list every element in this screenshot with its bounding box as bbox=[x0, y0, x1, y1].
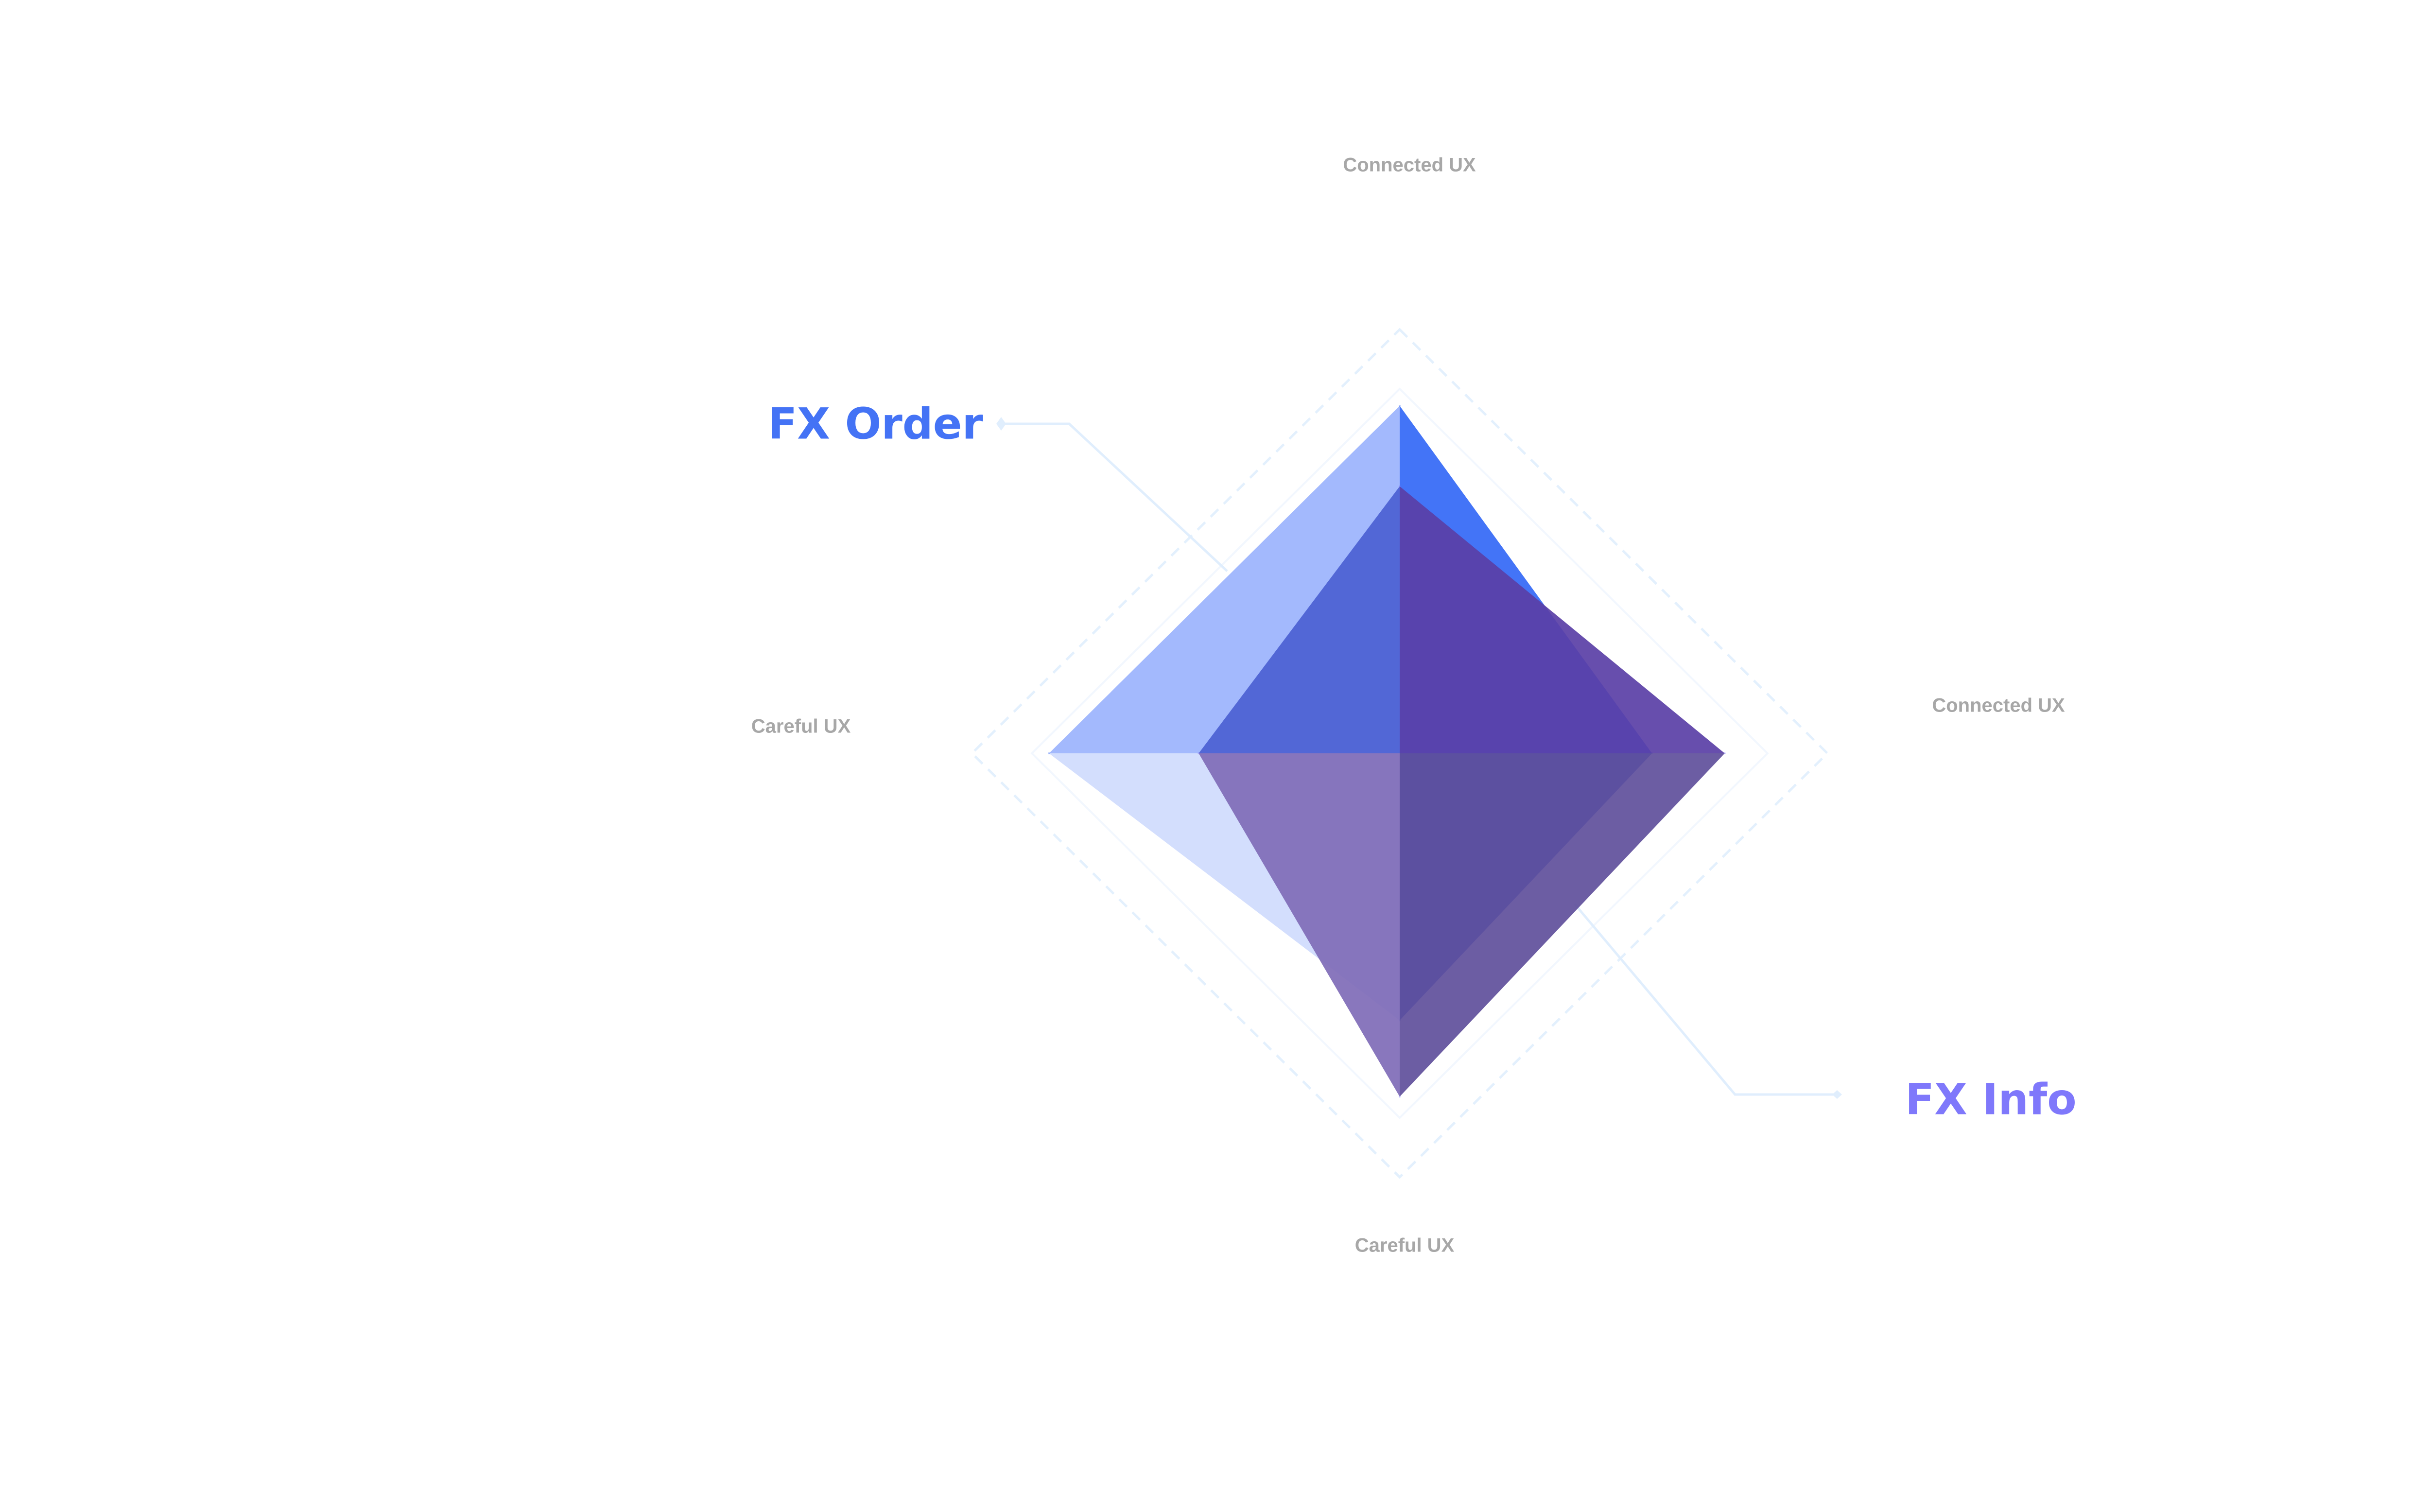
series-face-bottom-right bbox=[1400, 753, 1725, 1097]
grid-ring-inner bbox=[1030, 387, 1769, 1119]
data-point-bottom bbox=[1399, 1095, 1401, 1098]
legend-fx-info: FX Info bbox=[1905, 1074, 2077, 1125]
leader-lines bbox=[996, 417, 1842, 1099]
data-point-top bbox=[1399, 404, 1401, 407]
series-face-bottom-left bbox=[1198, 753, 1400, 1097]
leader-marker-fx-order bbox=[996, 417, 1006, 431]
grid-ring-0 bbox=[970, 328, 1829, 1179]
legend-fx-order: FX Order bbox=[768, 399, 983, 449]
leader-line-fx-info bbox=[1574, 903, 1835, 1096]
series-face-top-right bbox=[1400, 486, 1725, 753]
data-point-left bbox=[1198, 752, 1200, 754]
series-fx-info bbox=[1198, 485, 1726, 1098]
axis-label-bottom: Careful UX bbox=[1354, 1234, 1455, 1256]
grid-layer bbox=[970, 328, 1829, 1179]
leader-line-fx-order bbox=[1001, 422, 1228, 572]
data-point-top bbox=[1399, 485, 1401, 487]
axis-label-right: Connected UX bbox=[1932, 695, 2065, 716]
leader-marker-fx-info bbox=[1832, 1090, 1842, 1099]
series-face-top-left bbox=[1198, 486, 1400, 753]
series-layer bbox=[1048, 404, 1726, 1098]
axis-label-left: Careful UX bbox=[751, 715, 851, 737]
data-point-left bbox=[1048, 752, 1050, 754]
data-point-right bbox=[1723, 752, 1726, 754]
axis-label-top: Connected UX bbox=[1343, 154, 1476, 176]
